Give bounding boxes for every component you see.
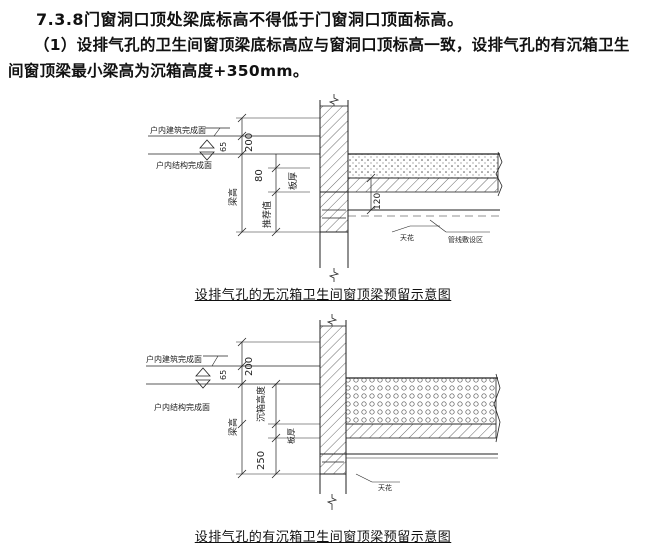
dim-200: 200 [244,133,255,152]
label-slab-thickness: 板厚 [286,428,296,444]
dim-250: 250 [256,451,267,470]
figure-1-caption: 设排气孔的无沉箱卫生间窗顶梁预留示意图 [194,288,452,303]
wall [319,94,349,282]
dim-80: 80 [254,169,265,182]
figure-1-drawing: 户内建筑完成面 户内结构完成面 200 65 80 梁高 板厚 推荐值 120 … [148,94,503,282]
label-ceiling: 天花 [400,233,414,242]
wall [319,314,347,510]
label-structure-floor: 户内结构完成面 [156,160,212,170]
sunken-slab [345,373,501,459]
label-finish-floor: 户内建筑完成面 [146,354,202,364]
dimension-lines [237,113,490,237]
dimension-lines [237,337,400,483]
label-sunken-height: 沉箱高度 [255,386,267,422]
figure-sunken-box: 户内建筑完成面 户内结构完成面 200 65 梁高 沉箱高度 板厚 250 天花 [0,312,646,524]
clause-heading: 7.3.8门窗洞口顶处梁底标高不得低于门窗洞口顶面标高。 [36,10,464,29]
label-pipe-zone: 管线敷设区 [448,235,483,244]
figure-2-drawing: 户内建筑完成面 户内结构完成面 200 65 梁高 沉箱高度 板厚 250 天花 [146,314,501,510]
label-beam-height: 梁高 [227,418,239,436]
label-recommended: 推荐值 [261,201,273,228]
clause-paragraph: （1）设排气孔的卫生间窗顶梁底标高应与窗洞口顶标高一致，设排气孔的有沉箱卫生间窗… [8,36,630,80]
label-ceiling: 天花 [378,483,392,492]
dim-120: 120 [373,193,383,210]
label-structure-floor: 户内结构完成面 [154,402,210,412]
dim-200: 200 [244,357,255,376]
label-finish-floor: 户内建筑完成面 [150,125,206,135]
label-beam-height: 梁高 [227,188,239,206]
dim-65: 65 [219,142,228,152]
figure-no-sunken-box: 户内建筑完成面 户内结构完成面 200 65 80 梁高 板厚 推荐值 120 … [0,92,646,282]
floor-slab [347,151,503,217]
dim-65: 65 [219,370,228,380]
level-lines [146,341,320,475]
figure-2-caption: 设排气孔的有沉箱卫生间窗顶梁预留示意图 [194,530,452,545]
level-lines [148,117,320,233]
label-slab-thickness: 板厚 [287,172,299,190]
